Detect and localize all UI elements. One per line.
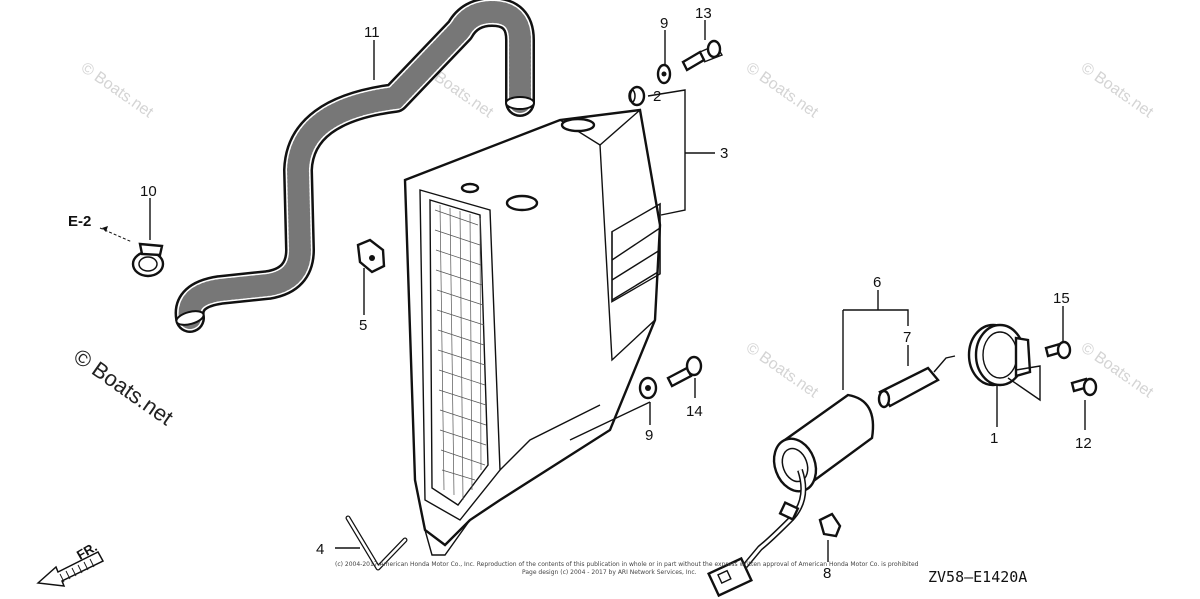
callout-13: 13 [695,5,712,22]
small-clip-icon [818,512,842,538]
fuel-filter-icon [707,393,875,598]
watermark-3: © Boats.net [743,59,822,121]
bolt-12-icon [1070,377,1098,397]
callout-1: 1 [990,430,998,447]
callout-6: 6 [873,274,881,291]
leader-lines [99,20,1086,562]
hose-band-icon [967,323,1032,387]
callout-10: 10 [140,183,157,200]
wire-icon [345,515,408,571]
callout-3: 3 [720,145,728,162]
watermark-4: © Boats.net [1078,59,1157,121]
callout-8: 8 [823,565,831,582]
bolt-top-icon [681,39,724,72]
washer-top-icon [656,63,672,85]
clip-icon [356,238,386,274]
callout-4: 4 [316,541,324,558]
callout-2: 2 [653,88,661,105]
watermark-large: © Boats.net [69,344,178,431]
callout-9-top: 9 [660,15,668,32]
copyright-line: (c) 2004-2017 American Honda Motor Co., … [335,561,919,568]
callout-14: 14 [686,403,703,420]
washer-lower-icon [638,376,658,400]
callout-11: 11 [364,24,380,41]
callout-15: 15 [1053,290,1070,307]
front-arrow-icon: FR. [36,539,105,587]
diagram-code: ZV58—E1420A [928,568,1027,586]
callout-5: 5 [359,317,367,334]
air-cleaner-cover-icon [403,108,662,556]
page-design-line: Page design (c) 2004 - 2017 by ARI Netwo… [522,569,697,576]
callout-7: 7 [903,329,911,346]
rubber-hose-icon [174,0,535,333]
hose-clamp-icon [131,242,165,278]
pin-icon [877,355,956,409]
callout-12: 12 [1075,435,1092,452]
watermark-1: © Boats.net [78,59,157,121]
bolt-15-icon [1044,340,1072,360]
callout-numbers: 1 2 3 4 5 6 7 8 9 9 10 11 12 13 14 15 [140,5,1092,582]
grommet-icon [628,85,646,107]
ref-e2: E-2 [68,213,91,230]
watermark-6: © Boats.net [743,339,822,401]
bolt-lower-icon [666,355,703,388]
callout-9-lower: 9 [645,427,653,444]
